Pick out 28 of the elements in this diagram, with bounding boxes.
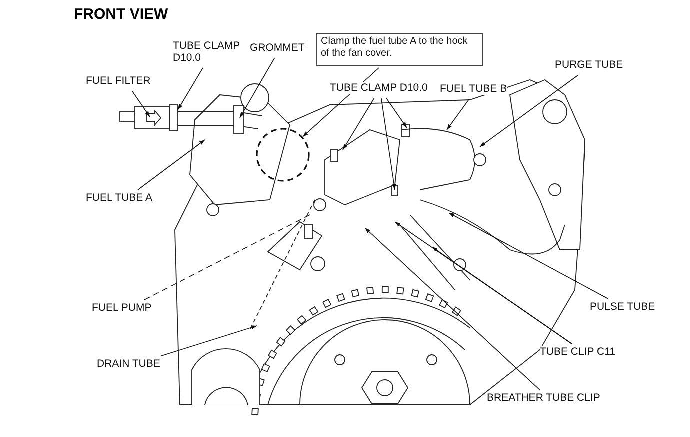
part-label: BREATHER TUBE CLIP [487,392,600,404]
leader-line [138,140,206,190]
leader-line [446,98,470,130]
leader-line [380,98,396,190]
part-label: PURGE TUBE [555,59,624,72]
dashed-circle [256,128,310,182]
part-label: TUBE CLAMP D10.0 [330,82,428,94]
leader-line [240,58,276,118]
leader-line [480,74,580,148]
leader-line [342,98,375,150]
part-label: FUEL PUMP [92,302,152,314]
part-label: FUEL TUBE A [86,192,153,204]
leader-line [144,214,312,300]
part-label: GROMMET [250,42,305,54]
leader-line [132,90,150,118]
callout-note: Clamp the fuel tube A to the hock of the fan cover. [316,33,483,66]
leader-line [364,228,540,390]
leader-line [386,98,408,128]
leader-line [448,212,609,300]
leader-line [161,326,258,356]
part-label: PULSE TUBE [590,301,656,314]
part-label: DRAIN TUBE [97,358,160,370]
leader-line [178,68,204,110]
part-label: FUEL FILTER [86,75,151,88]
leader-line [394,222,572,344]
title: FRONT VIEW [74,6,168,23]
part-label: TUBE CLIP C11 [540,346,616,358]
part-label: FUEL TUBE B [440,83,508,96]
